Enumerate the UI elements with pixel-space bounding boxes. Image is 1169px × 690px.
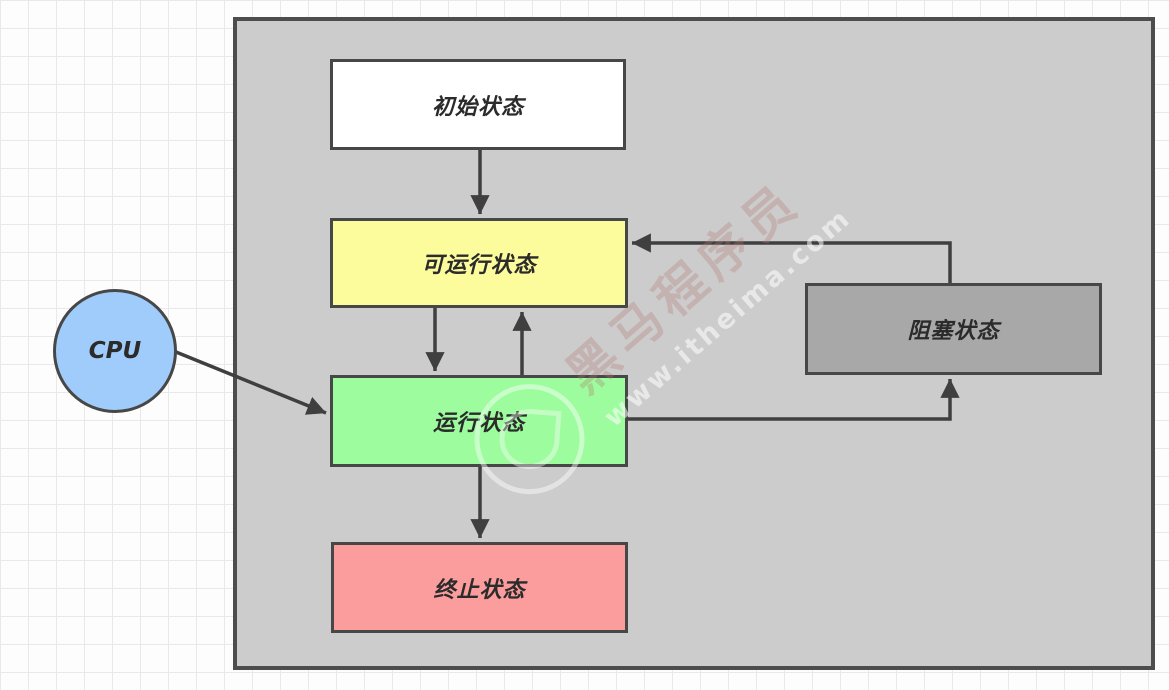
node-cpu-label: CPU	[88, 338, 142, 364]
node-running-state-label: 运行状态	[432, 411, 525, 436]
node-blocked-state-label: 阻塞状态	[907, 319, 1000, 344]
edge-running-to-blocked	[628, 378, 960, 421]
node-terminated-state-label: 终止状态	[433, 577, 526, 603]
node-terminated-state: 终止状态	[331, 542, 628, 633]
node-running-state: 运行状态	[330, 375, 628, 467]
edge-blocked-to-runnable	[631, 233, 952, 283]
node-initial-state-label: 初始状态	[431, 94, 524, 120]
node-runnable-state: 可运行状态	[330, 218, 628, 308]
node-blocked-state: 阻塞状态	[805, 283, 1102, 375]
node-initial-state: 初始状态	[330, 59, 626, 150]
edge-cpu-to-running	[175, 350, 327, 415]
node-runnable-state-label: 可运行状态	[421, 253, 537, 278]
node-cpu: CPU	[53, 289, 177, 413]
